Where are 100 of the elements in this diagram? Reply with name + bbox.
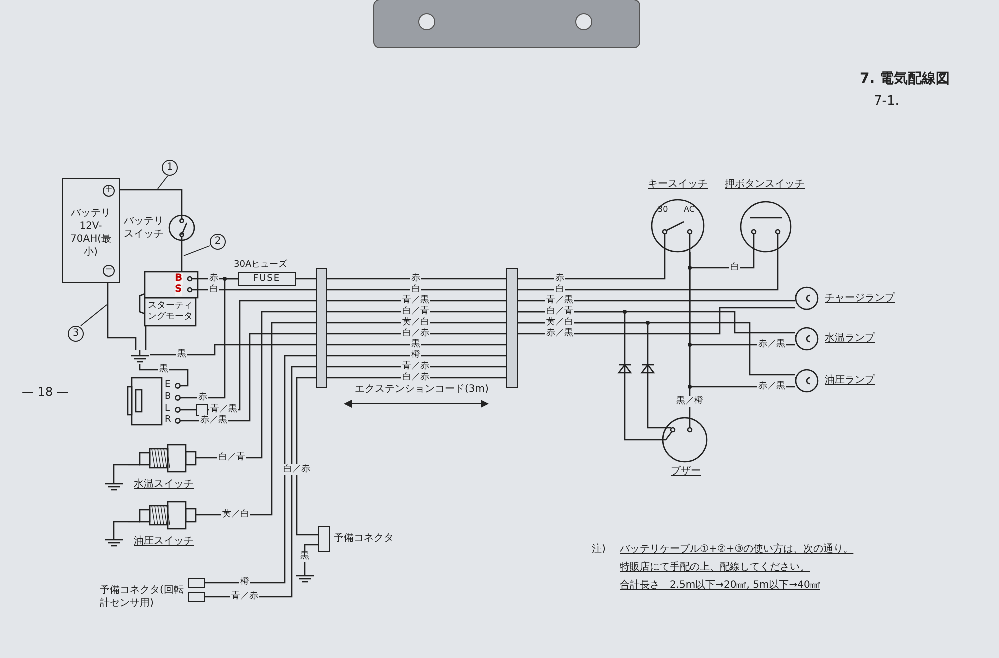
page-number: — 18 —	[22, 385, 69, 399]
wire-color-label: 黒	[158, 364, 170, 376]
wire	[518, 307, 795, 335]
wire	[296, 377, 318, 536]
note-text: 合計長さ 2.5m以下→20㎟, 5m以下→40㎟	[620, 580, 820, 592]
wire-color-label: 赤	[198, 392, 208, 404]
wire-color-label: 黒／橙	[676, 396, 704, 408]
wire	[182, 409, 196, 411]
polarity-sign: +	[103, 185, 115, 197]
component-label: 予備コネクタ(回転計センサ用)	[100, 584, 184, 610]
page-title: 7. 電気配線図	[860, 70, 950, 88]
wire-color-label: 黄／白	[222, 510, 250, 520]
wire	[647, 376, 660, 429]
wire-color-label: 赤／黒	[758, 382, 786, 392]
component-label: 予備コネクタ	[334, 532, 394, 545]
component-label: ブザー	[671, 465, 701, 478]
wire-color-label: 青／黒	[402, 296, 430, 306]
connector-block	[316, 268, 327, 388]
wire-color-label: 白	[554, 284, 566, 296]
component-label: スターティングモータ	[148, 301, 194, 323]
wire-color-label: 赤／黒	[758, 340, 786, 350]
wire	[689, 252, 755, 269]
dimension-label: エクステンションコード(3m)	[355, 384, 489, 396]
wire	[518, 300, 795, 302]
wire	[296, 278, 316, 280]
wire	[139, 364, 189, 387]
wire	[327, 278, 506, 280]
wire-color-label: 赤／黒	[546, 328, 574, 340]
wire	[182, 278, 238, 399]
terminal-label: AC	[684, 205, 695, 215]
component-label: チャージランプ	[825, 292, 895, 304]
terminal-label: 30	[658, 205, 668, 215]
connector-block	[506, 268, 518, 388]
terminal-letter: E	[165, 380, 171, 391]
wire-color-label: 黒	[410, 340, 422, 350]
wire	[200, 311, 316, 459]
fuse-box: FUSE	[238, 272, 296, 286]
wire-color-label: 黄／白	[402, 318, 430, 328]
wire-color-label: 青／赤	[230, 592, 260, 602]
wire-color-label: 青／黒	[210, 404, 238, 416]
battery-box	[62, 178, 120, 283]
wire	[518, 252, 666, 280]
wire	[107, 283, 137, 350]
terminal-letter: B	[175, 273, 183, 285]
wire-color-label: 白／赤	[402, 328, 430, 340]
note-label: 注)	[592, 544, 606, 556]
section-number: 7-1.	[874, 94, 900, 109]
note-text: バッテリケーブル①+②+③の使い方は、次の通り。	[620, 544, 854, 556]
wire-color-label: 白	[410, 284, 422, 296]
component-label: バッテリスイッチ	[124, 215, 165, 241]
wire	[327, 355, 506, 357]
component-label: 水温スイッチ	[134, 478, 194, 491]
terminal-letter: B	[165, 392, 172, 403]
wire	[150, 344, 316, 356]
wire-color-label: 白／青	[218, 452, 246, 464]
leader-line	[80, 304, 108, 326]
wire-color-label: 黄／白	[546, 318, 574, 328]
leader-line	[158, 176, 168, 190]
wire	[518, 252, 779, 291]
callout-number: 3	[68, 326, 84, 342]
wire-color-label: 橙	[410, 350, 422, 362]
wire	[624, 376, 660, 441]
wire	[327, 289, 506, 291]
wire-color-label: 白	[208, 284, 220, 296]
component-label: 油圧スイッチ	[134, 535, 194, 548]
component-label: 油圧ランプ	[825, 374, 875, 387]
wire-color-label: 白	[730, 262, 740, 274]
wire-color-label: 黒	[176, 350, 188, 360]
wire-color-label: 白／青	[402, 306, 430, 318]
wire-color-label: 白／青	[546, 306, 574, 318]
wire-color-label: 赤	[410, 274, 422, 284]
wire	[113, 521, 128, 534]
wire	[120, 189, 183, 215]
terminal-letter: S	[175, 284, 182, 296]
wire-color-label: 白／赤	[282, 464, 312, 476]
wire-color-label: 赤／黒	[200, 416, 228, 426]
terminal-letter: L	[165, 404, 170, 415]
polarity-sign: −	[103, 265, 115, 277]
wire-color-label: 赤	[208, 274, 220, 284]
wire-color-label: 青／黒	[546, 296, 574, 306]
terminal-letter: R	[165, 415, 172, 426]
wire	[327, 344, 506, 346]
wire	[200, 322, 316, 516]
wire-color-label: 青／赤	[402, 362, 430, 372]
component-label: バッテリ12V-70AH(最小)	[70, 207, 112, 259]
wire-color-label: 赤	[554, 274, 566, 284]
callout-number: 2	[210, 234, 226, 250]
wire	[145, 326, 147, 350]
component-label: キースイッチ	[648, 178, 708, 191]
leader-line	[184, 246, 210, 256]
wire-color-label: 橙	[240, 578, 250, 588]
wire-color-label: 白／赤	[402, 372, 430, 384]
component-caption: 30Aヒューズ	[234, 260, 288, 271]
component-label: 水温ランプ	[825, 332, 875, 345]
wire	[198, 289, 316, 291]
wire	[113, 464, 128, 478]
wire	[181, 241, 183, 272]
note-text: 特販店にて手配の上、配線してください。	[620, 562, 810, 574]
callout-number: 1	[162, 160, 178, 176]
component-label: 押ボタンスイッチ	[725, 178, 805, 191]
